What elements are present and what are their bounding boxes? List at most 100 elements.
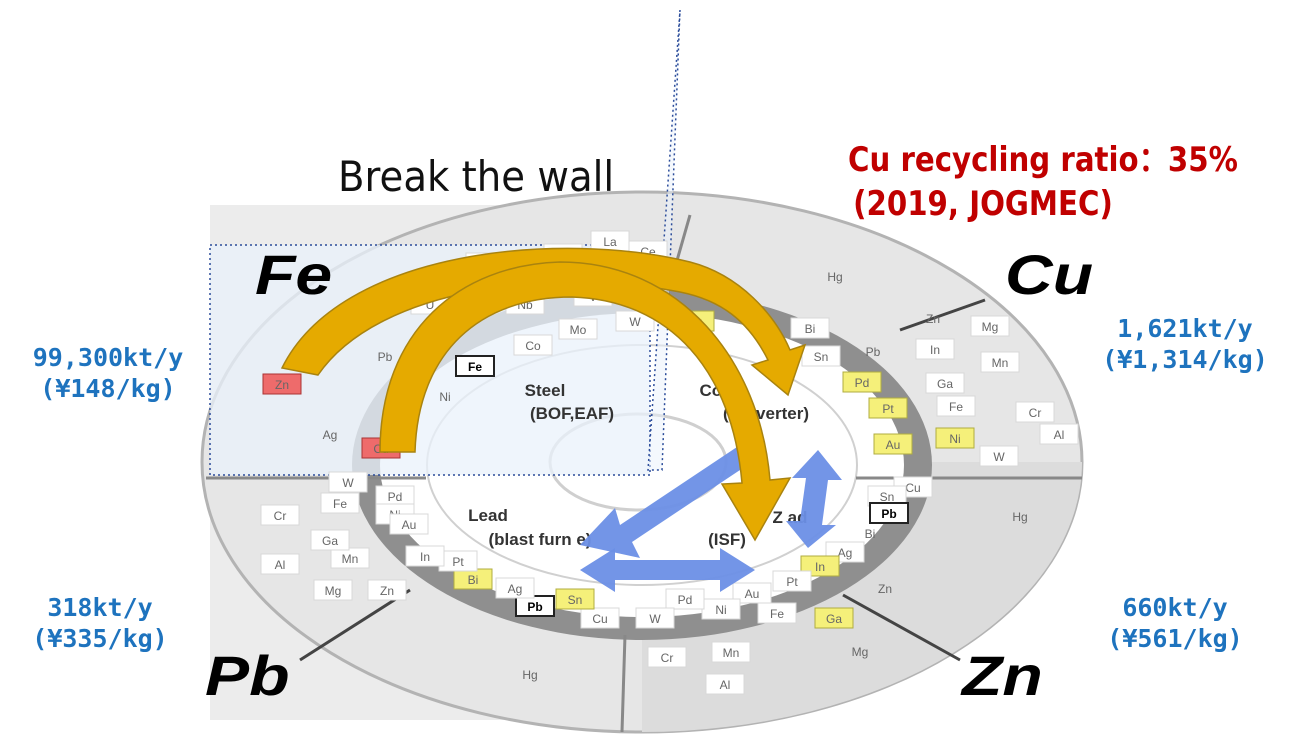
lead-sub-label: (blast furn e)	[489, 530, 592, 549]
vertical-double-arrow	[786, 450, 842, 548]
pb-production: 318kt/y (¥335/kg)	[10, 592, 190, 654]
svg-text:Mn: Mn	[723, 646, 740, 660]
element-tile-hg: Hg	[827, 270, 842, 284]
element-tile-mo: Mo	[558, 318, 598, 340]
svg-text:Mo: Mo	[570, 323, 587, 337]
element-tile-pt: Pt	[438, 550, 478, 572]
svg-text:Mg: Mg	[982, 320, 999, 334]
diagonal-arrow	[580, 445, 752, 558]
svg-text:Sn: Sn	[880, 490, 895, 504]
element-tile-pd: Pd	[375, 485, 415, 507]
svg-text:W: W	[993, 450, 1005, 464]
element-tile-sn: Sn	[867, 485, 907, 507]
svg-text:Al: Al	[720, 678, 731, 692]
svg-text:In: In	[815, 560, 825, 574]
svg-text:Pd: Pd	[678, 593, 693, 607]
element-tile-pt: Pt	[868, 397, 908, 419]
svg-text:Pb: Pb	[527, 600, 542, 614]
element-tile-pd: Pd	[665, 588, 705, 610]
element-tile-zn: Zn	[926, 312, 940, 326]
steel-sub-label: (BOF,EAF)	[530, 404, 614, 423]
svg-text:Bi: Bi	[468, 573, 479, 587]
svg-text:Hg: Hg	[1012, 510, 1027, 524]
wedge-line-pb	[299, 588, 411, 662]
svg-text:Pd: Pd	[388, 490, 403, 504]
cu-recycling-info: Cu recycling ratio：35% (2019, JOGMEC)	[848, 138, 1238, 226]
svg-text:Ni: Ni	[439, 390, 450, 404]
zn-price: (¥561/kg)	[1107, 624, 1243, 653]
svg-text:Mn: Mn	[342, 552, 359, 566]
element-tile-pt: Pt	[772, 570, 812, 592]
element-tile-pb: Pb	[869, 502, 909, 524]
element-tiles: LaSiCeCaTiAlCrZrNbUVCrMoWCoFePbZnNiAgCuA…	[260, 230, 1079, 695]
svg-text:Ag: Ag	[508, 582, 523, 596]
pb-sector-title: Pb	[205, 644, 290, 707]
fe-production: 99,300kt/y (¥148/kg)	[18, 342, 198, 404]
horizontal-double-arrow	[580, 548, 755, 592]
element-tile-al: Al	[705, 673, 745, 695]
cu-sector-title: Cu	[1005, 243, 1094, 306]
cu-recycling-ratio: Cu recycling ratio：35%	[848, 140, 1238, 180]
svg-text:Mg: Mg	[325, 584, 342, 598]
element-tile-mn: Mn	[980, 351, 1020, 373]
pb-amount: 318kt/y	[47, 593, 153, 622]
cu-amount: 1,621kt/y	[1117, 314, 1253, 343]
svg-text:Cu: Cu	[592, 612, 607, 626]
element-tile-au: Au	[732, 582, 772, 604]
element-tile-fe: Fe	[936, 395, 976, 417]
element-tile-w: W	[635, 607, 675, 629]
svg-text:Fe: Fe	[468, 360, 482, 374]
zn-sector-title: Zn	[962, 644, 1043, 707]
element-tile-ni: Ni	[701, 598, 741, 620]
svg-text:Zn: Zn	[275, 378, 289, 392]
svg-text:Al: Al	[275, 558, 286, 572]
element-tile-mg: Mg	[970, 315, 1010, 337]
element-tile-sn: Sn	[555, 588, 595, 610]
cu-price: (¥1,314/kg)	[1102, 345, 1268, 374]
svg-text:W: W	[342, 476, 354, 490]
element-tile-cr: Cr	[1015, 401, 1055, 423]
element-tile-fe: Fe	[455, 355, 495, 377]
element-tile-au: Au	[389, 513, 429, 535]
element-tile-cu: Cu	[580, 607, 620, 629]
svg-text:Mn: Mn	[992, 356, 1009, 370]
fe-price: (¥148/kg)	[40, 374, 176, 403]
svg-text:Ga: Ga	[937, 377, 953, 391]
element-tile-pb: Pb	[515, 595, 555, 617]
element-tile-ga: Ga	[814, 607, 854, 629]
svg-text:Bi: Bi	[865, 527, 876, 541]
svg-text:Fe: Fe	[770, 607, 784, 621]
element-tile-pd: Pd	[842, 371, 882, 393]
zinc-sub-label: (ISF)	[708, 530, 746, 549]
fe-amount: 99,300kt/y	[32, 343, 184, 372]
svg-text:La: La	[603, 235, 617, 249]
svg-text:Ni: Ni	[949, 432, 960, 446]
element-tile-zn: Zn	[367, 579, 407, 601]
element-tile-co: Co	[513, 334, 553, 356]
svg-text:Pt: Pt	[786, 575, 798, 589]
divider-bottom	[620, 634, 627, 733]
svg-text:Pd: Pd	[855, 376, 870, 390]
svg-text:Ag: Ag	[838, 546, 853, 560]
element-tile-pb: Pb	[378, 350, 393, 364]
element-tile-au: Au	[873, 433, 913, 455]
svg-text:W: W	[629, 315, 641, 329]
svg-text:Hg: Hg	[827, 270, 842, 284]
blue-arrows	[580, 445, 842, 592]
fe-sector-title: Fe	[255, 243, 333, 306]
headline: Break the wall	[338, 152, 615, 201]
element-tile-al: Al	[1039, 423, 1079, 445]
element-tile-bi: Bi	[865, 527, 876, 541]
element-tile-fe: Fe	[320, 492, 360, 514]
element-tile-in: In	[405, 545, 445, 567]
steel-label: Steel	[525, 381, 566, 400]
pb-price: (¥335/kg)	[32, 624, 168, 653]
zn-production: 660kt/y (¥561/kg)	[1085, 592, 1265, 654]
element-tile-hg: Hg	[522, 668, 537, 682]
svg-text:Ga: Ga	[826, 612, 842, 626]
element-tile-bi: Bi	[453, 568, 493, 590]
svg-text:In: In	[930, 343, 940, 357]
svg-text:Ni: Ni	[715, 603, 726, 617]
svg-text:Cu: Cu	[905, 481, 920, 495]
